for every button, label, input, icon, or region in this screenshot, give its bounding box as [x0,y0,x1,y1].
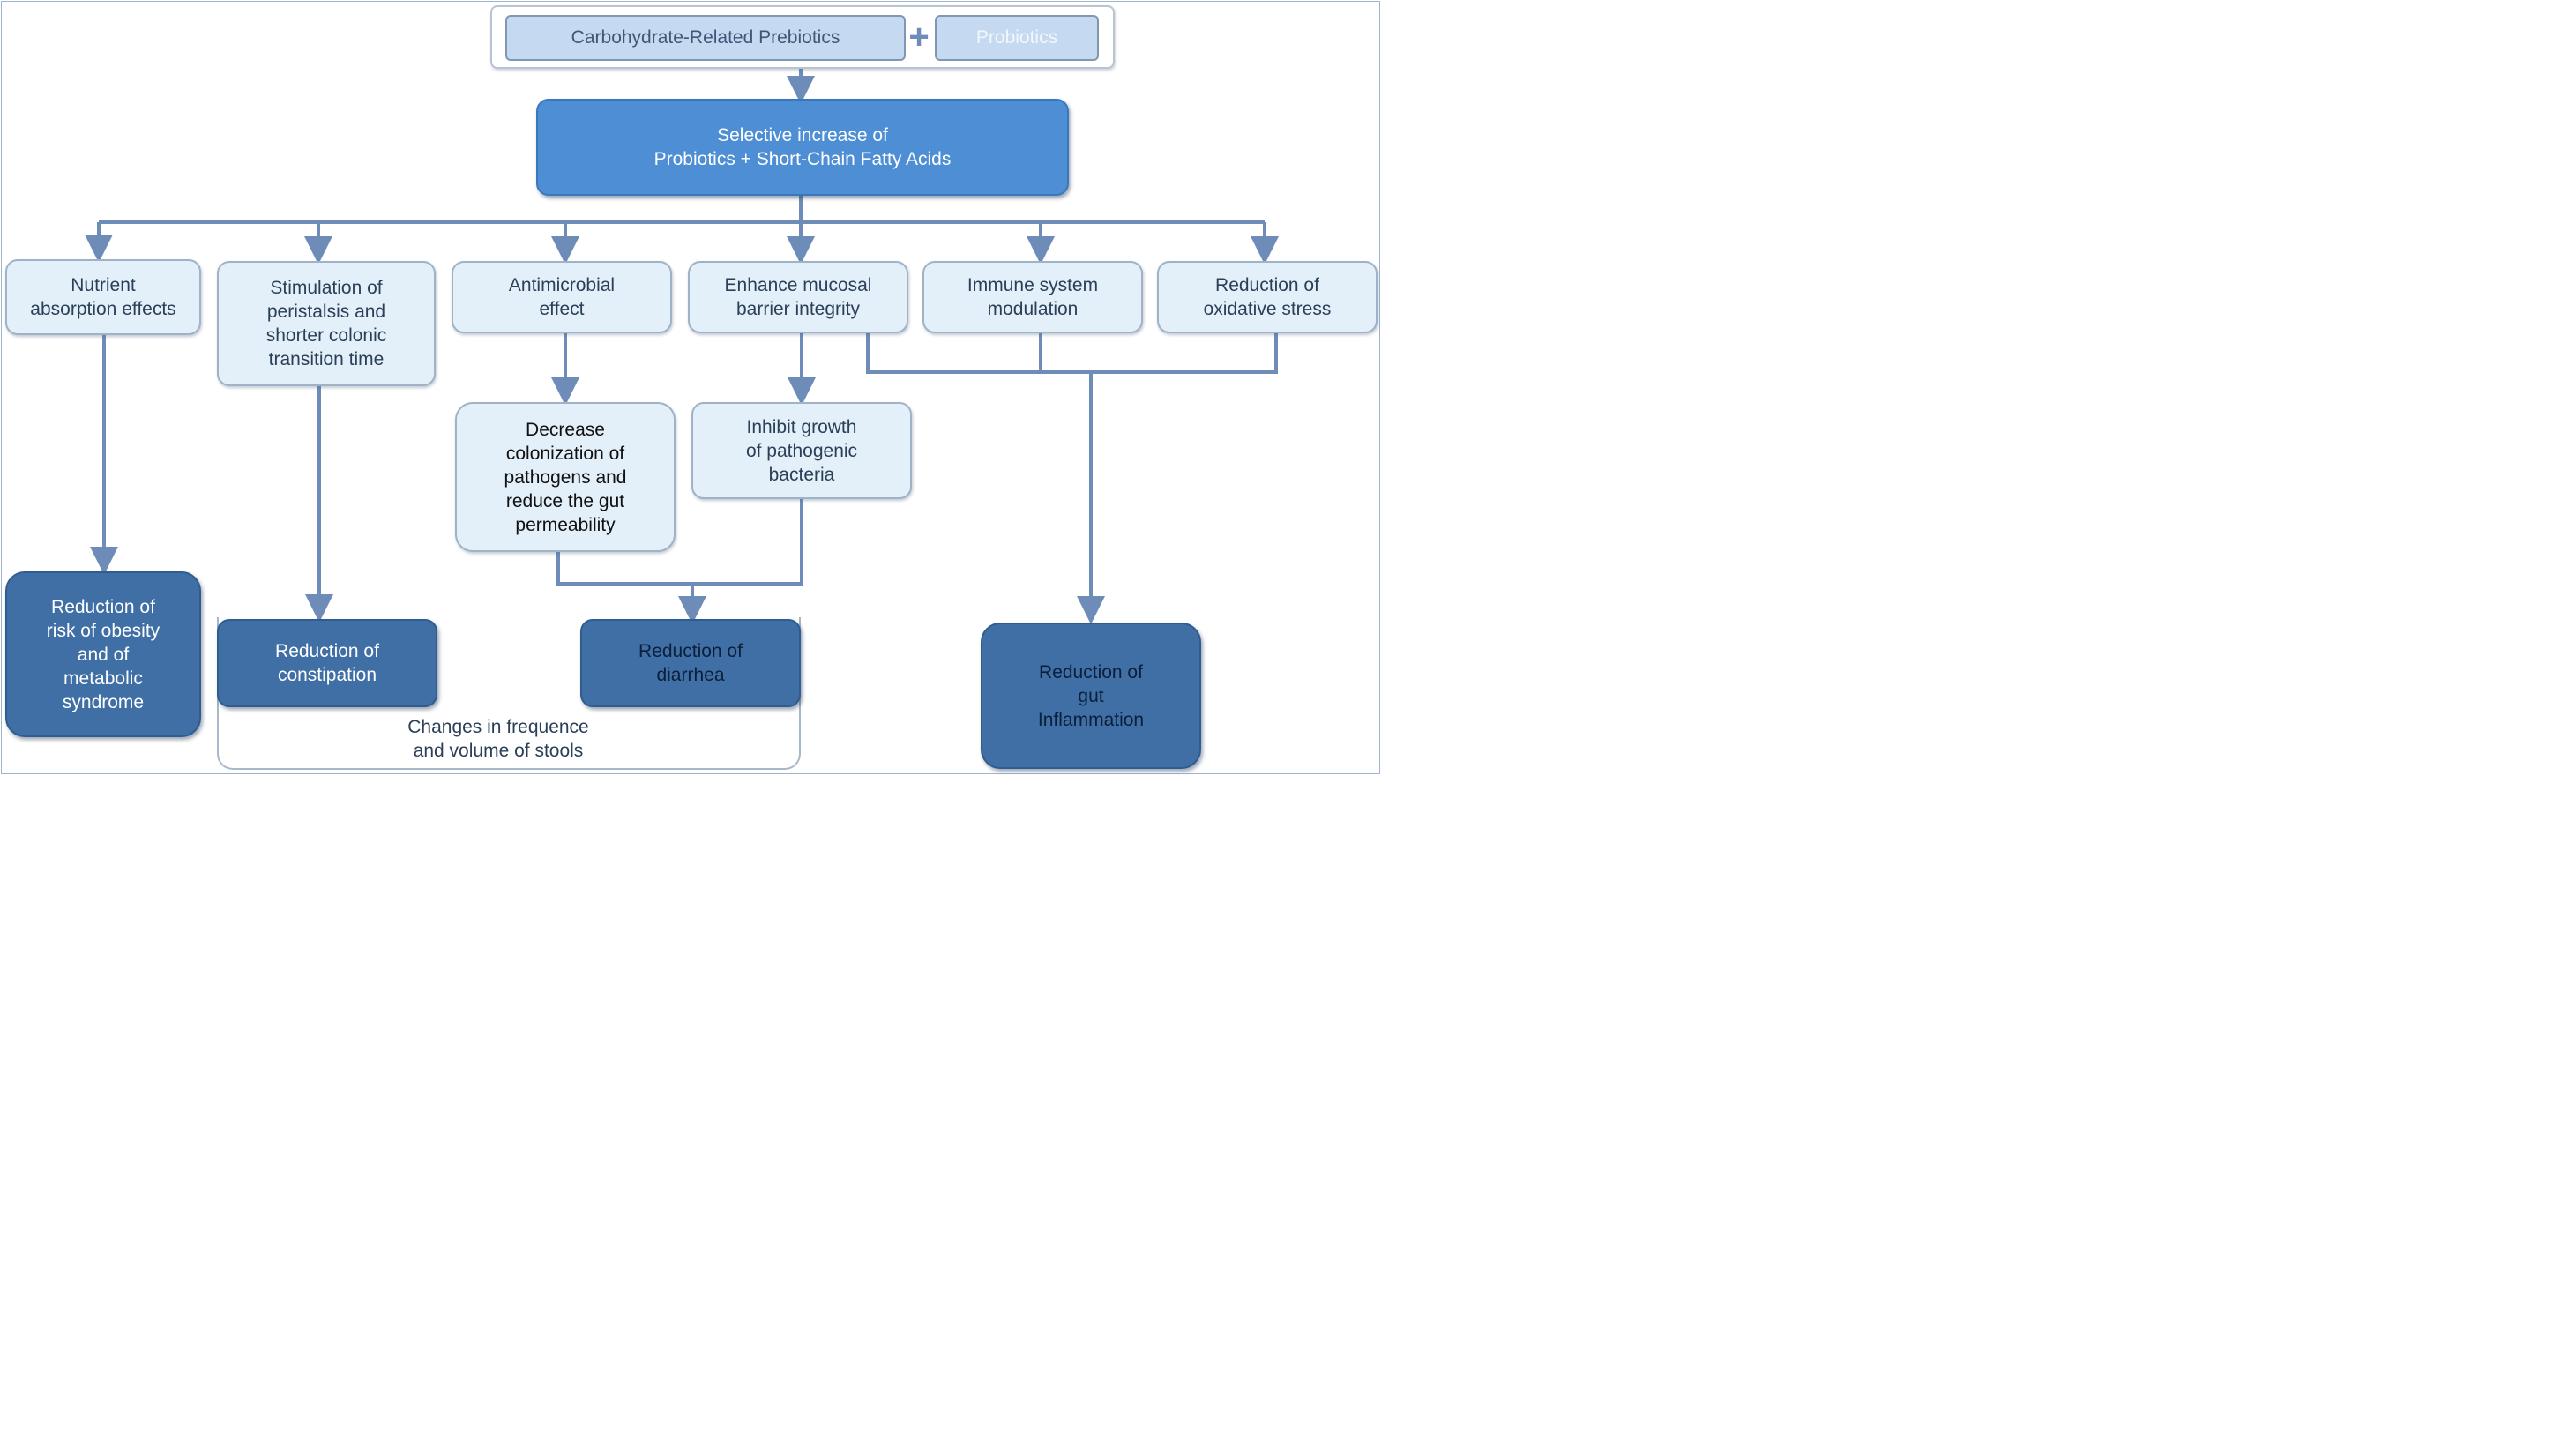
plus-sign: + [908,18,930,56]
effect-antimicrobial: Antimicrobial effect [452,261,672,333]
effect-oxidative-stress: Reduction of oxidative stress [1157,261,1378,333]
outcome-diarrhea: Reduction of diarrhea [580,619,801,707]
effect-peristalsis: Stimulation of peristalsis and shorter c… [217,261,436,386]
line-merge-diarrhea [556,499,803,586]
inhibit-growth-box: Inhibit growth of pathogenic bacteria [691,402,912,499]
outcome-constipation: Reduction of constipation [217,619,437,707]
line-merge-inflammation [866,332,1278,374]
decrease-colonization-box: Decrease colonization of pathogens and r… [455,402,676,552]
stools-note: Changes in frequence and volume of stool… [407,717,589,761]
outcome-obesity: Reduction of risk of obesity and of meta… [5,571,201,737]
prebiotics-box: Carbohydrate-Related Prebiotics [505,15,906,61]
figure-frame [1,1,1380,774]
effect-immune-modulation: Immune system modulation [922,261,1143,333]
probiotics-box: Probiotics [935,15,1099,61]
outcome-inflammation: Reduction of gut Inflammation [981,623,1201,769]
central-box: Selective increase of Probiotics + Short… [536,99,1069,196]
effect-mucosal-barrier: Enhance mucosal barrier integrity [688,261,908,333]
effect-nutrient-absorption: Nutrient absorption effects [5,259,201,335]
connector-lines [85,69,1279,624]
